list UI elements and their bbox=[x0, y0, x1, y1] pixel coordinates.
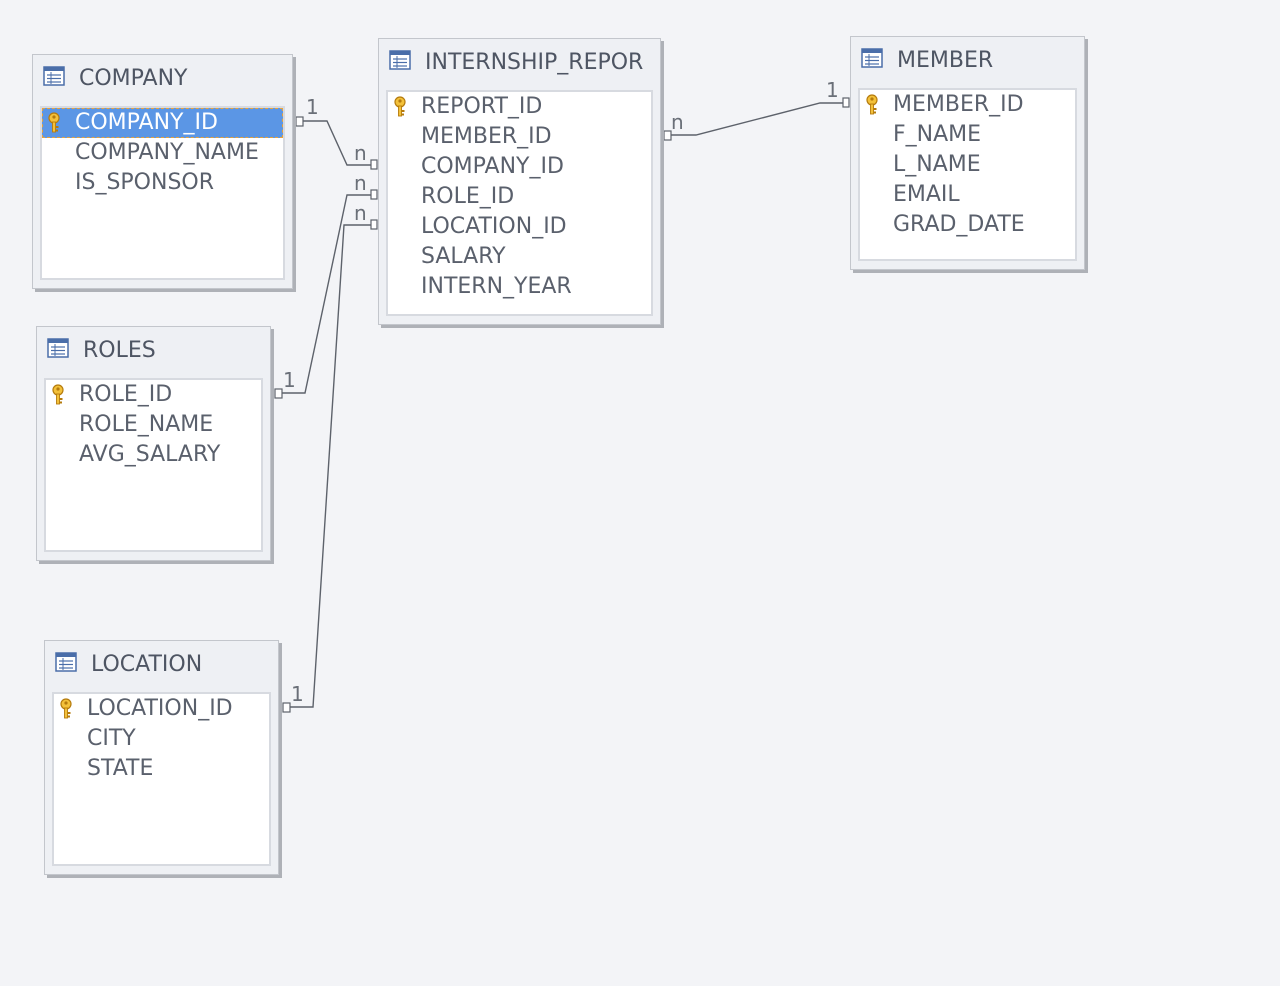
table-icon bbox=[43, 66, 65, 86]
field-row-member-id[interactable]: MEMBER_ID bbox=[860, 90, 1075, 120]
table-title: COMPANY bbox=[79, 66, 188, 91]
cardinality-location-one: 1 bbox=[291, 682, 304, 706]
connector-company-one bbox=[295, 116, 304, 127]
field-name: IS_SPONSOR bbox=[75, 170, 215, 195]
field-name: COMPANY_NAME bbox=[75, 140, 259, 165]
relation-line-member-report bbox=[671, 102, 845, 136]
field-name: INTERN_YEAR bbox=[421, 274, 572, 299]
cardinality-roles-one: 1 bbox=[283, 368, 296, 392]
field-list[interactable]: LOCATION_ID CITY STATE bbox=[52, 692, 271, 866]
relation-line-location-report bbox=[290, 224, 373, 708]
field-name: EMAIL bbox=[893, 182, 960, 207]
table-icon bbox=[55, 652, 77, 672]
field-name: AVG_SALARY bbox=[79, 442, 221, 467]
table-window-internship-report[interactable]: INTERNSHIP_REPOR REPORT_ID MEMBER_ID COMPA… bbox=[378, 38, 661, 325]
field-row-salary[interactable]: SALARY bbox=[388, 242, 651, 272]
field-name: GRAD_DATE bbox=[893, 212, 1025, 237]
field-row-role-id[interactable]: ROLE_ID bbox=[388, 182, 651, 212]
field-row-member-id[interactable]: MEMBER_ID bbox=[388, 122, 651, 152]
field-name: COMPANY_ID bbox=[421, 154, 564, 179]
field-name: ROLE_ID bbox=[79, 382, 173, 407]
field-row-role-id[interactable]: ROLE_ID bbox=[46, 380, 261, 410]
table-icon bbox=[389, 50, 411, 70]
cardinality-member-one: 1 bbox=[826, 78, 839, 102]
table-header[interactable]: LOCATION bbox=[45, 641, 278, 685]
field-row-avg-salary[interactable]: AVG_SALARY bbox=[46, 440, 261, 470]
cardinality-report-company-many: n bbox=[354, 141, 367, 165]
field-name: LOCATION_ID bbox=[421, 214, 567, 239]
table-window-roles[interactable]: ROLES ROLE_ID ROLE_NAME AVG_SALARY bbox=[36, 326, 271, 561]
field-list[interactable]: ROLE_ID ROLE_NAME AVG_SALARY bbox=[44, 378, 263, 552]
connector-report-company bbox=[370, 159, 378, 170]
field-name: MEMBER_ID bbox=[421, 124, 552, 149]
primary-key-icon bbox=[51, 384, 65, 406]
field-row-company-id[interactable]: COMPANY_ID bbox=[388, 152, 651, 182]
table-header[interactable]: MEMBER bbox=[851, 37, 1084, 81]
field-name: STATE bbox=[87, 756, 154, 781]
relation-line-company-report bbox=[303, 120, 373, 166]
primary-key-icon bbox=[393, 96, 407, 118]
table-window-company[interactable]: COMPANY COMPANY_ID COMPANY_NAME IS_SPONSOR bbox=[32, 54, 293, 289]
field-row-email[interactable]: EMAIL bbox=[860, 180, 1075, 210]
table-header[interactable]: ROLES bbox=[37, 327, 270, 371]
connector-member-one bbox=[842, 97, 850, 108]
field-name: SALARY bbox=[421, 244, 506, 269]
field-name: MEMBER_ID bbox=[893, 92, 1024, 117]
field-name: REPORT_ID bbox=[421, 94, 543, 119]
primary-key-icon bbox=[59, 698, 73, 720]
connector-report-role bbox=[370, 189, 378, 200]
table-title: LOCATION bbox=[91, 652, 203, 677]
cardinality-report-location-many: n bbox=[354, 201, 367, 225]
field-list[interactable]: MEMBER_ID F_NAME L_NAME EMAIL GRAD_DATE bbox=[858, 88, 1077, 261]
table-header[interactable]: INTERNSHIP_REPOR bbox=[379, 39, 660, 83]
table-icon bbox=[861, 48, 883, 68]
field-name: L_NAME bbox=[893, 152, 981, 177]
table-title: MEMBER bbox=[897, 48, 994, 73]
table-title: INTERNSHIP_REPOR bbox=[425, 50, 644, 75]
field-name: COMPANY_ID bbox=[75, 110, 218, 135]
cardinality-report-role-many: n bbox=[354, 171, 367, 195]
table-title: ROLES bbox=[83, 338, 156, 363]
field-row-city[interactable]: CITY bbox=[54, 724, 269, 754]
field-row-role-name[interactable]: ROLE_NAME bbox=[46, 410, 261, 440]
field-name: F_NAME bbox=[893, 122, 982, 147]
connector-report-location bbox=[370, 219, 378, 230]
field-name: ROLE_ID bbox=[421, 184, 515, 209]
connector-location-one bbox=[282, 702, 291, 713]
primary-key-icon bbox=[865, 94, 879, 116]
field-row-location-id[interactable]: LOCATION_ID bbox=[54, 694, 269, 724]
field-name: LOCATION_ID bbox=[87, 696, 233, 721]
field-row-state[interactable]: STATE bbox=[54, 754, 269, 784]
field-row-company-name[interactable]: COMPANY_NAME bbox=[42, 138, 283, 168]
field-row-l-name[interactable]: L_NAME bbox=[860, 150, 1075, 180]
table-icon bbox=[47, 338, 69, 358]
field-row-intern-year[interactable]: INTERN_YEAR bbox=[388, 272, 651, 302]
field-row-report-id[interactable]: REPORT_ID bbox=[388, 92, 651, 122]
relation-line-roles-report bbox=[282, 194, 373, 394]
field-row-location-id[interactable]: LOCATION_ID bbox=[388, 212, 651, 242]
table-window-location[interactable]: LOCATION LOCATION_ID CITY STATE bbox=[44, 640, 279, 875]
table-header[interactable]: COMPANY bbox=[33, 55, 292, 99]
field-list[interactable]: COMPANY_ID COMPANY_NAME IS_SPONSOR bbox=[40, 106, 285, 280]
cardinality-company-one: 1 bbox=[306, 95, 319, 119]
field-row-grad-date[interactable]: GRAD_DATE bbox=[860, 210, 1075, 240]
table-window-member[interactable]: MEMBER MEMBER_ID F_NAME L_NAME EMAIL GRAD_DA… bbox=[850, 36, 1085, 270]
field-name: ROLE_NAME bbox=[79, 412, 214, 437]
cardinality-report-member-many: n bbox=[671, 110, 684, 134]
field-row-f-name[interactable]: F_NAME bbox=[860, 120, 1075, 150]
field-list[interactable]: REPORT_ID MEMBER_ID COMPANY_ID ROLE_ID LOCAT… bbox=[386, 90, 653, 316]
connector-report-member bbox=[663, 130, 672, 141]
connector-roles-one bbox=[274, 388, 283, 399]
field-row-is-sponsor[interactable]: IS_SPONSOR bbox=[42, 168, 283, 198]
field-name: CITY bbox=[87, 726, 136, 751]
primary-key-icon bbox=[47, 112, 61, 134]
field-row-company-id[interactable]: COMPANY_ID bbox=[42, 108, 283, 138]
